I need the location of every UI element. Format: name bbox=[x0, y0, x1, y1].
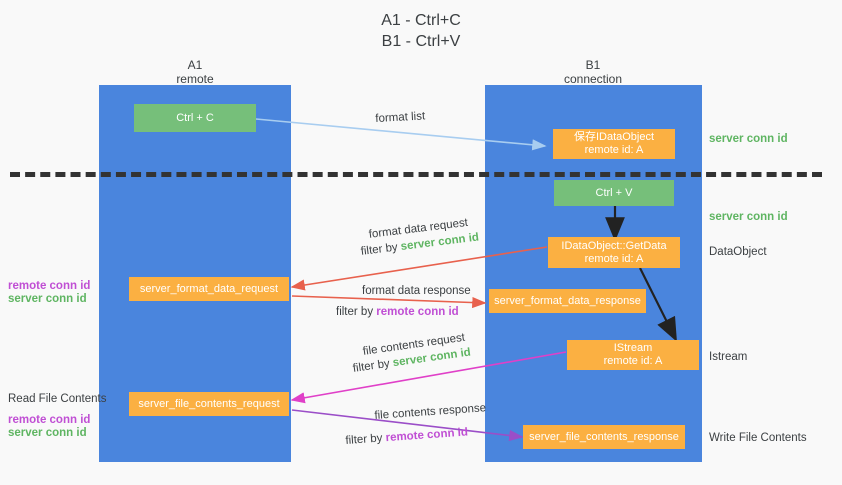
flow-label-format-list: format list bbox=[375, 110, 426, 125]
box-getdata[interactable]: IDataObject::GetData remote id: A bbox=[548, 237, 680, 268]
box-server-format-data-response-label: server_format_data_response bbox=[494, 294, 641, 307]
box-ctrl-c-label: Ctrl + C bbox=[176, 111, 214, 124]
box-ctrl-v[interactable]: Ctrl + V bbox=[554, 180, 674, 206]
filter-prefix-3: filter by bbox=[352, 357, 394, 375]
box-server-file-contents-response-label: server_file_contents_response bbox=[529, 430, 679, 443]
box-istream[interactable]: IStream remote id: A bbox=[567, 340, 699, 370]
box-server-format-data-request-label: server_format_data_request bbox=[139, 282, 279, 295]
column-b1-title: B1 bbox=[585, 58, 601, 72]
box-save-idataobject-line1: 保存IDataObject bbox=[573, 131, 655, 143]
right-label-write-file-contents: Write File Contents bbox=[709, 432, 807, 444]
box-istream-line1: IStream bbox=[613, 342, 653, 354]
box-server-format-data-request[interactable]: server_format_data_request bbox=[129, 277, 289, 301]
left-label-remote-conn-id-1: remote conn id bbox=[8, 280, 91, 292]
column-b1-subtitle: connection bbox=[563, 72, 623, 86]
column-header-a1: A1 remote bbox=[125, 58, 265, 86]
phase-divider bbox=[10, 172, 822, 177]
box-ctrl-c[interactable]: Ctrl + C bbox=[134, 104, 256, 132]
box-server-file-contents-response[interactable]: server_file_contents_response bbox=[523, 425, 685, 449]
flow-label-file-contents-response: file contents response bbox=[374, 402, 487, 422]
title-line-2: B1 - Ctrl+V bbox=[381, 33, 461, 50]
column-a1-subtitle: remote bbox=[176, 72, 214, 86]
flow-label-format-data-response-filter: filter by remote conn id bbox=[336, 305, 459, 319]
column-header-b1: B1 connection bbox=[523, 58, 663, 86]
flow-label-format-data-response: format data response bbox=[362, 285, 471, 297]
right-label-dataobject: DataObject bbox=[709, 246, 767, 258]
left-label-remote-conn-id-2: remote conn id bbox=[8, 414, 91, 426]
filter-target-remote-conn-id-2: remote conn id bbox=[385, 426, 469, 445]
filter-prefix-2: filter by bbox=[336, 306, 377, 318]
box-istream-line2: remote id: A bbox=[603, 355, 663, 367]
box-getdata-line1: IDataObject::GetData bbox=[561, 239, 667, 252]
flow-label-file-contents-response-filter: filter by remote conn id bbox=[345, 425, 468, 448]
right-label-server-conn-id-1: server conn id bbox=[709, 133, 788, 145]
diagram-title: A1 - Ctrl+C B1 - Ctrl+V bbox=[0, 10, 842, 52]
right-label-istream: Istream bbox=[709, 351, 748, 363]
left-label-server-conn-id-3: server conn id bbox=[8, 293, 87, 305]
box-ctrl-v-label: Ctrl + V bbox=[595, 186, 633, 199]
box-getdata-line2: remote id: A bbox=[584, 252, 644, 265]
right-label-server-conn-id-2: server conn id bbox=[709, 211, 788, 223]
filter-target-remote-conn-id-1: remote conn id bbox=[376, 306, 459, 318]
box-server-format-data-response[interactable]: server_format_data_response bbox=[489, 289, 646, 313]
box-server-file-contents-request-label: server_file_contents_request bbox=[138, 397, 280, 410]
box-save-idataobject-line2: remote id: A bbox=[584, 144, 644, 156]
column-a1-title: A1 bbox=[187, 58, 203, 72]
title-line-1: A1 - Ctrl+C bbox=[381, 12, 461, 29]
box-save-idataobject[interactable]: 保存IDataObject remote id: A bbox=[553, 129, 675, 159]
box-server-file-contents-request[interactable]: server_file_contents_request bbox=[129, 392, 289, 416]
filter-prefix-4: filter by bbox=[345, 432, 387, 447]
filter-prefix-1: filter by bbox=[360, 241, 402, 258]
left-label-server-conn-id-4: server conn id bbox=[8, 427, 87, 439]
left-label-read-file-contents: Read File Contents bbox=[8, 393, 107, 405]
